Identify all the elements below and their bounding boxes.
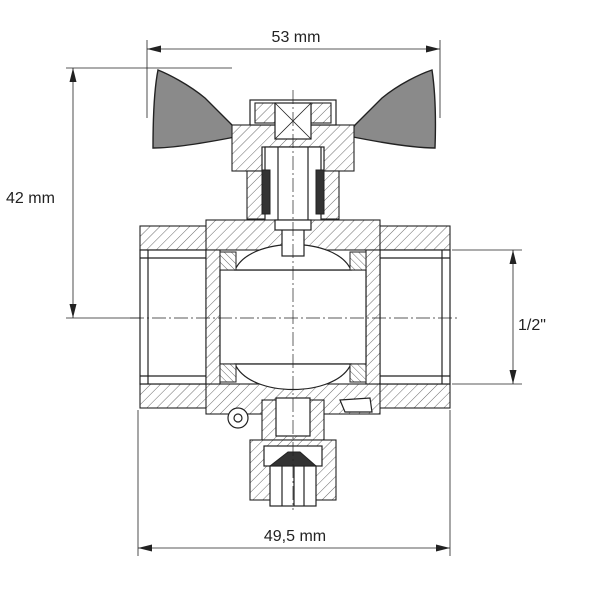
dimension-height: 42 mm bbox=[6, 67, 232, 319]
dimension-top-width: 53 mm bbox=[146, 29, 441, 118]
dimension-bottom-width: 49,5 mm bbox=[137, 410, 451, 556]
dimension-top-width-label: 53 mm bbox=[272, 29, 321, 46]
center-lines bbox=[130, 90, 460, 510]
dimension-thread: 1/2" bbox=[452, 249, 546, 385]
dimension-thread-label: 1/2" bbox=[518, 317, 546, 334]
valve-body bbox=[139, 219, 451, 441]
butterfly-handle bbox=[152, 69, 437, 149]
dimension-bottom-width-label: 49,5 mm bbox=[264, 528, 326, 545]
dimension-height-label: 42 mm bbox=[6, 190, 55, 207]
